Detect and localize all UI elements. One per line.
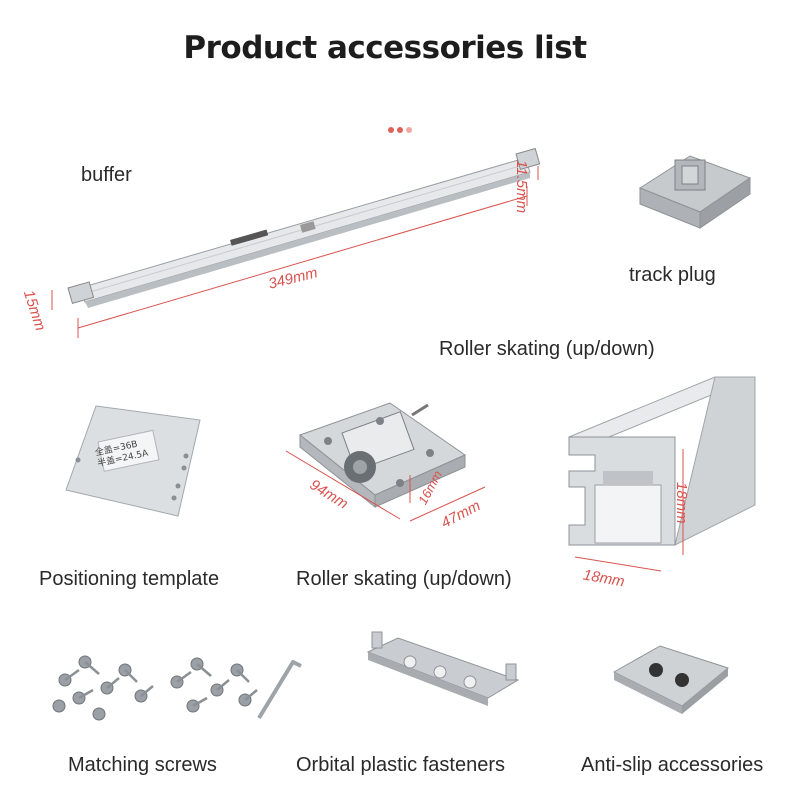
track-plug-label: track plug — [629, 264, 716, 286]
anti-slip-label: Anti-slip accessories — [581, 754, 764, 776]
fasteners-label: Orbital plastic fasteners — [296, 754, 505, 776]
buffer-image — [51, 147, 541, 338]
dot — [397, 127, 403, 133]
track-height-dim: 18mm — [673, 482, 690, 524]
anti-slip-image — [612, 645, 730, 714]
page-title: Product accessories list — [183, 30, 587, 66]
buffer-height-dim: 11.5mm — [513, 160, 530, 214]
screws-image — [52, 655, 302, 721]
buffer-label: buffer — [81, 164, 132, 186]
track-profile-image — [568, 376, 756, 572]
roller-heading: Roller skating (up/down) — [439, 338, 655, 360]
track-plug-image — [638, 155, 752, 229]
roller-image — [285, 402, 486, 522]
positioning-template-label: Positioning template — [39, 568, 220, 590]
fasteners-image — [366, 631, 520, 706]
screws-label: Matching screws — [68, 754, 217, 776]
dot — [406, 127, 412, 133]
roller-label: Roller skating (up/down) — [296, 568, 512, 590]
positioning-template-image — [65, 405, 201, 517]
pagination-dots — [388, 127, 412, 133]
dot — [388, 127, 394, 133]
